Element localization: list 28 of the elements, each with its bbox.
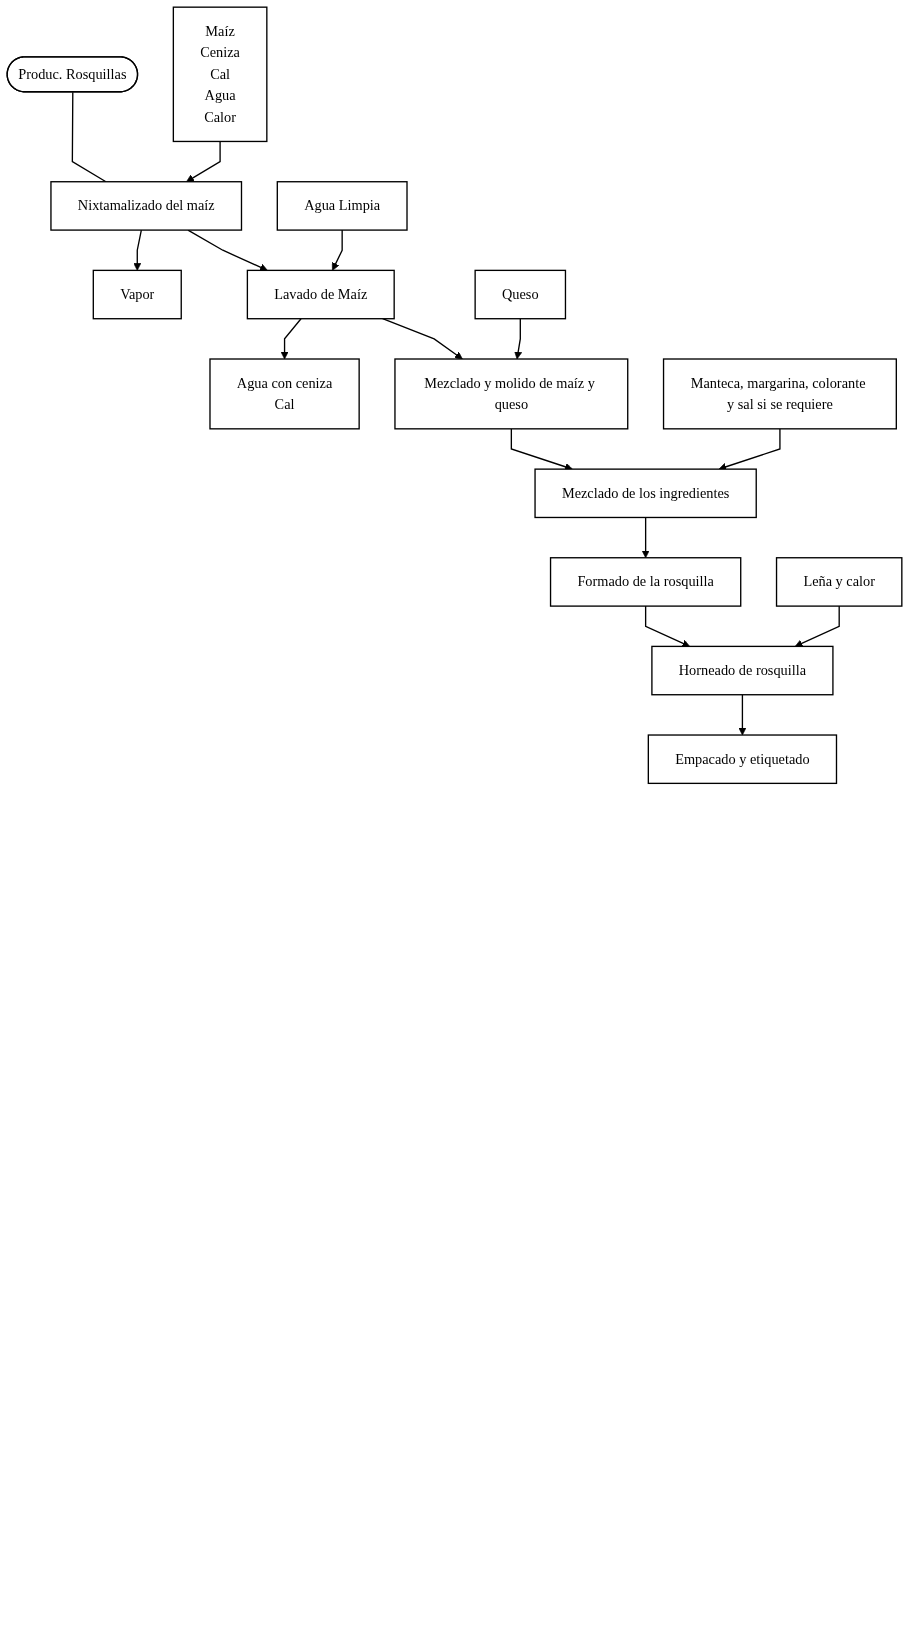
arrow: [738, 694, 747, 736]
node-box: Manteca, margarina, colorante y sal si se requiere: [662, 358, 897, 430]
node-box: Mezclado de los ingredientes: [534, 468, 757, 519]
arrow: [187, 229, 268, 272]
node-box: Vapor: [92, 269, 182, 320]
node-box: Agua Limpia: [276, 181, 408, 231]
node-box: Leña y calor: [775, 557, 903, 607]
arrow: [644, 605, 690, 647]
arrow: [794, 605, 840, 647]
arrow: [381, 318, 463, 360]
arrow: [510, 428, 573, 471]
node-box: Maíz Ceniza Cal Agua Calor: [172, 6, 268, 143]
connector: [71, 91, 107, 183]
node-box: Horneado de rosquilla: [651, 645, 834, 696]
arrow: [186, 140, 221, 183]
arrow: [514, 318, 523, 360]
arrow: [641, 516, 650, 559]
node-box: Agua con ceniza Cal: [209, 358, 360, 430]
node-box: Lavado de Maíz: [246, 269, 395, 320]
node-box: Empacado y etiquetado: [647, 734, 838, 785]
node-box: Queso: [474, 269, 567, 320]
node-box: Nixtamalizado del maíz: [50, 181, 243, 231]
arrow: [718, 428, 781, 471]
arrow: [331, 229, 343, 271]
node-box: Formado de la rosquilla: [549, 557, 742, 607]
node-box: Mezclado y molido de maíz y queso: [394, 358, 629, 430]
arrow: [280, 318, 302, 360]
arrow: [133, 229, 142, 271]
